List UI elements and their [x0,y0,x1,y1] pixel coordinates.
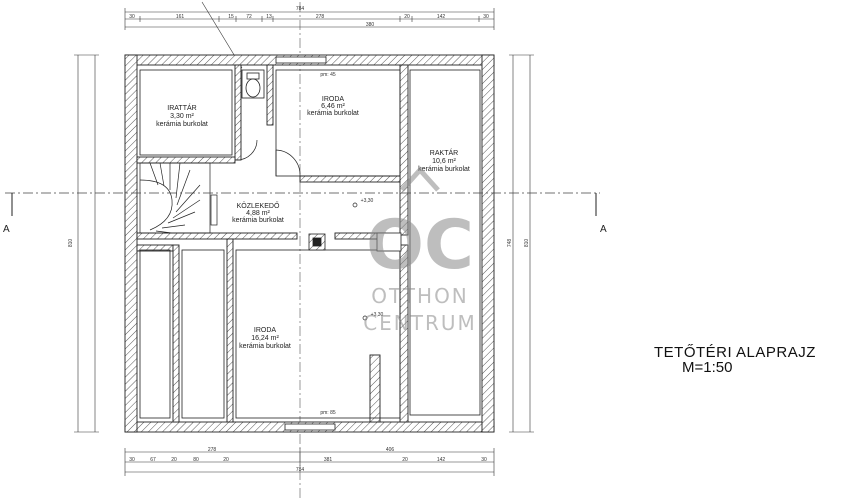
door-swings [236,139,301,177]
dim-bottom-8: 142 [437,457,446,463]
dim-top-4: 72 [246,14,252,20]
room-kozlekedo-floor: kerámia burkolat [232,217,284,224]
dim-bottom-6: 381 [324,457,333,463]
dim-top-1: 30 [129,14,135,20]
staircase [139,162,218,234]
bottom-dimensions [124,448,495,476]
room-outlines [139,69,481,419]
dim-bottom-7: 20 [402,457,408,463]
watermark-line1: OTTHON [371,284,469,308]
left-dimensions [74,54,99,433]
dim-top-2: 161 [176,14,185,20]
level-mark-2: +3,30 [371,312,384,318]
dim-bottom-sub-1: 278 [208,447,217,453]
room-irattar: IRATTÁR 3,30 m² kerámia burkolat [156,103,208,128]
chimney [308,233,326,251]
dim-top-5: 13 [266,14,272,20]
dim-top-8: 142 [437,14,446,20]
room-kozlekedo-area: 4,88 m² [246,210,270,217]
watermark-logo: OC [366,206,474,285]
dim-bottom-sub-2: 406 [386,447,395,453]
room-irattar-name: IRATTÁR [167,103,196,112]
room-raktar-floor: kerámia burkolat [418,166,470,173]
room-iroda-small-area: 6,46 m² [321,103,345,110]
right-dimensions [509,54,534,433]
room-raktar-area: 10,6 m² [432,158,456,165]
dim-top-3: 15 [228,14,234,20]
section-label-left: A [3,224,10,235]
dim-bottom-5: 20 [223,457,229,463]
room-kozlekedo: KÖZLEKEDŐ 4,88 m² kerámia burkolat [232,201,284,224]
windows [275,56,402,431]
level-mark-1: +3,30 [361,198,374,204]
dim-bottom-4: 80 [193,457,199,463]
room-iroda-large-area: 16,24 m² [251,335,279,342]
room-raktar-name: RAKTÁR [430,148,458,157]
room-irattar-area: 3,30 m² [170,113,194,120]
dim-bottom-2: 67 [150,457,156,463]
dim-left-total: 810 [68,239,74,248]
dim-right-total-2: 810 [524,239,530,248]
watermark: OC OTTHON CENTRUM [363,166,477,335]
room-kozlekedo-name: KÖZLEKEDŐ [237,201,280,210]
room-iroda-small: IRODA 6,46 m² kerámia burkolat [307,96,359,117]
dim-top-sub: 380 [366,22,375,28]
dim-top-7: 20 [404,14,410,20]
room-irattar-floor: kerámia burkolat [156,121,208,128]
dim-right-total: 748 [507,239,513,248]
room-iroda-large: IRODA 16,24 m² kerámia burkolat [239,327,291,350]
room-iroda-large-name: IRODA [254,327,277,334]
interior-walls [136,64,409,423]
dim-bottom-3: 20 [171,457,177,463]
watermark-line2: CENTRUM [363,311,477,335]
parapet-bottom: pm: 85 [320,410,336,416]
section-label-right: A [600,224,607,235]
drawing-title-block: TETŐTÉRI ALAPRAJZ M=1:50 [654,344,816,376]
parapet-top: pm: 45 [320,72,336,78]
room-raktar: RAKTÁR 10,6 m² kerámia burkolat [418,148,470,173]
dim-top-9: 30 [483,14,489,20]
section-marks [11,193,597,216]
level-crosses [352,202,368,321]
dim-top-6: 278 [316,14,325,20]
dim-bottom-9: 30 [481,457,487,463]
room-iroda-small-floor: kerámia burkolat [307,110,359,117]
wc-fixture [241,69,265,99]
dim-bottom-1: 30 [129,457,135,463]
drawing-scale: M=1:50 [682,359,733,376]
drawing-title: TETŐTÉRI ALAPRAJZ [654,344,816,361]
room-iroda-large-floor: kerámia burkolat [239,343,291,350]
room-iroda-small-name: IRODA [322,96,345,103]
